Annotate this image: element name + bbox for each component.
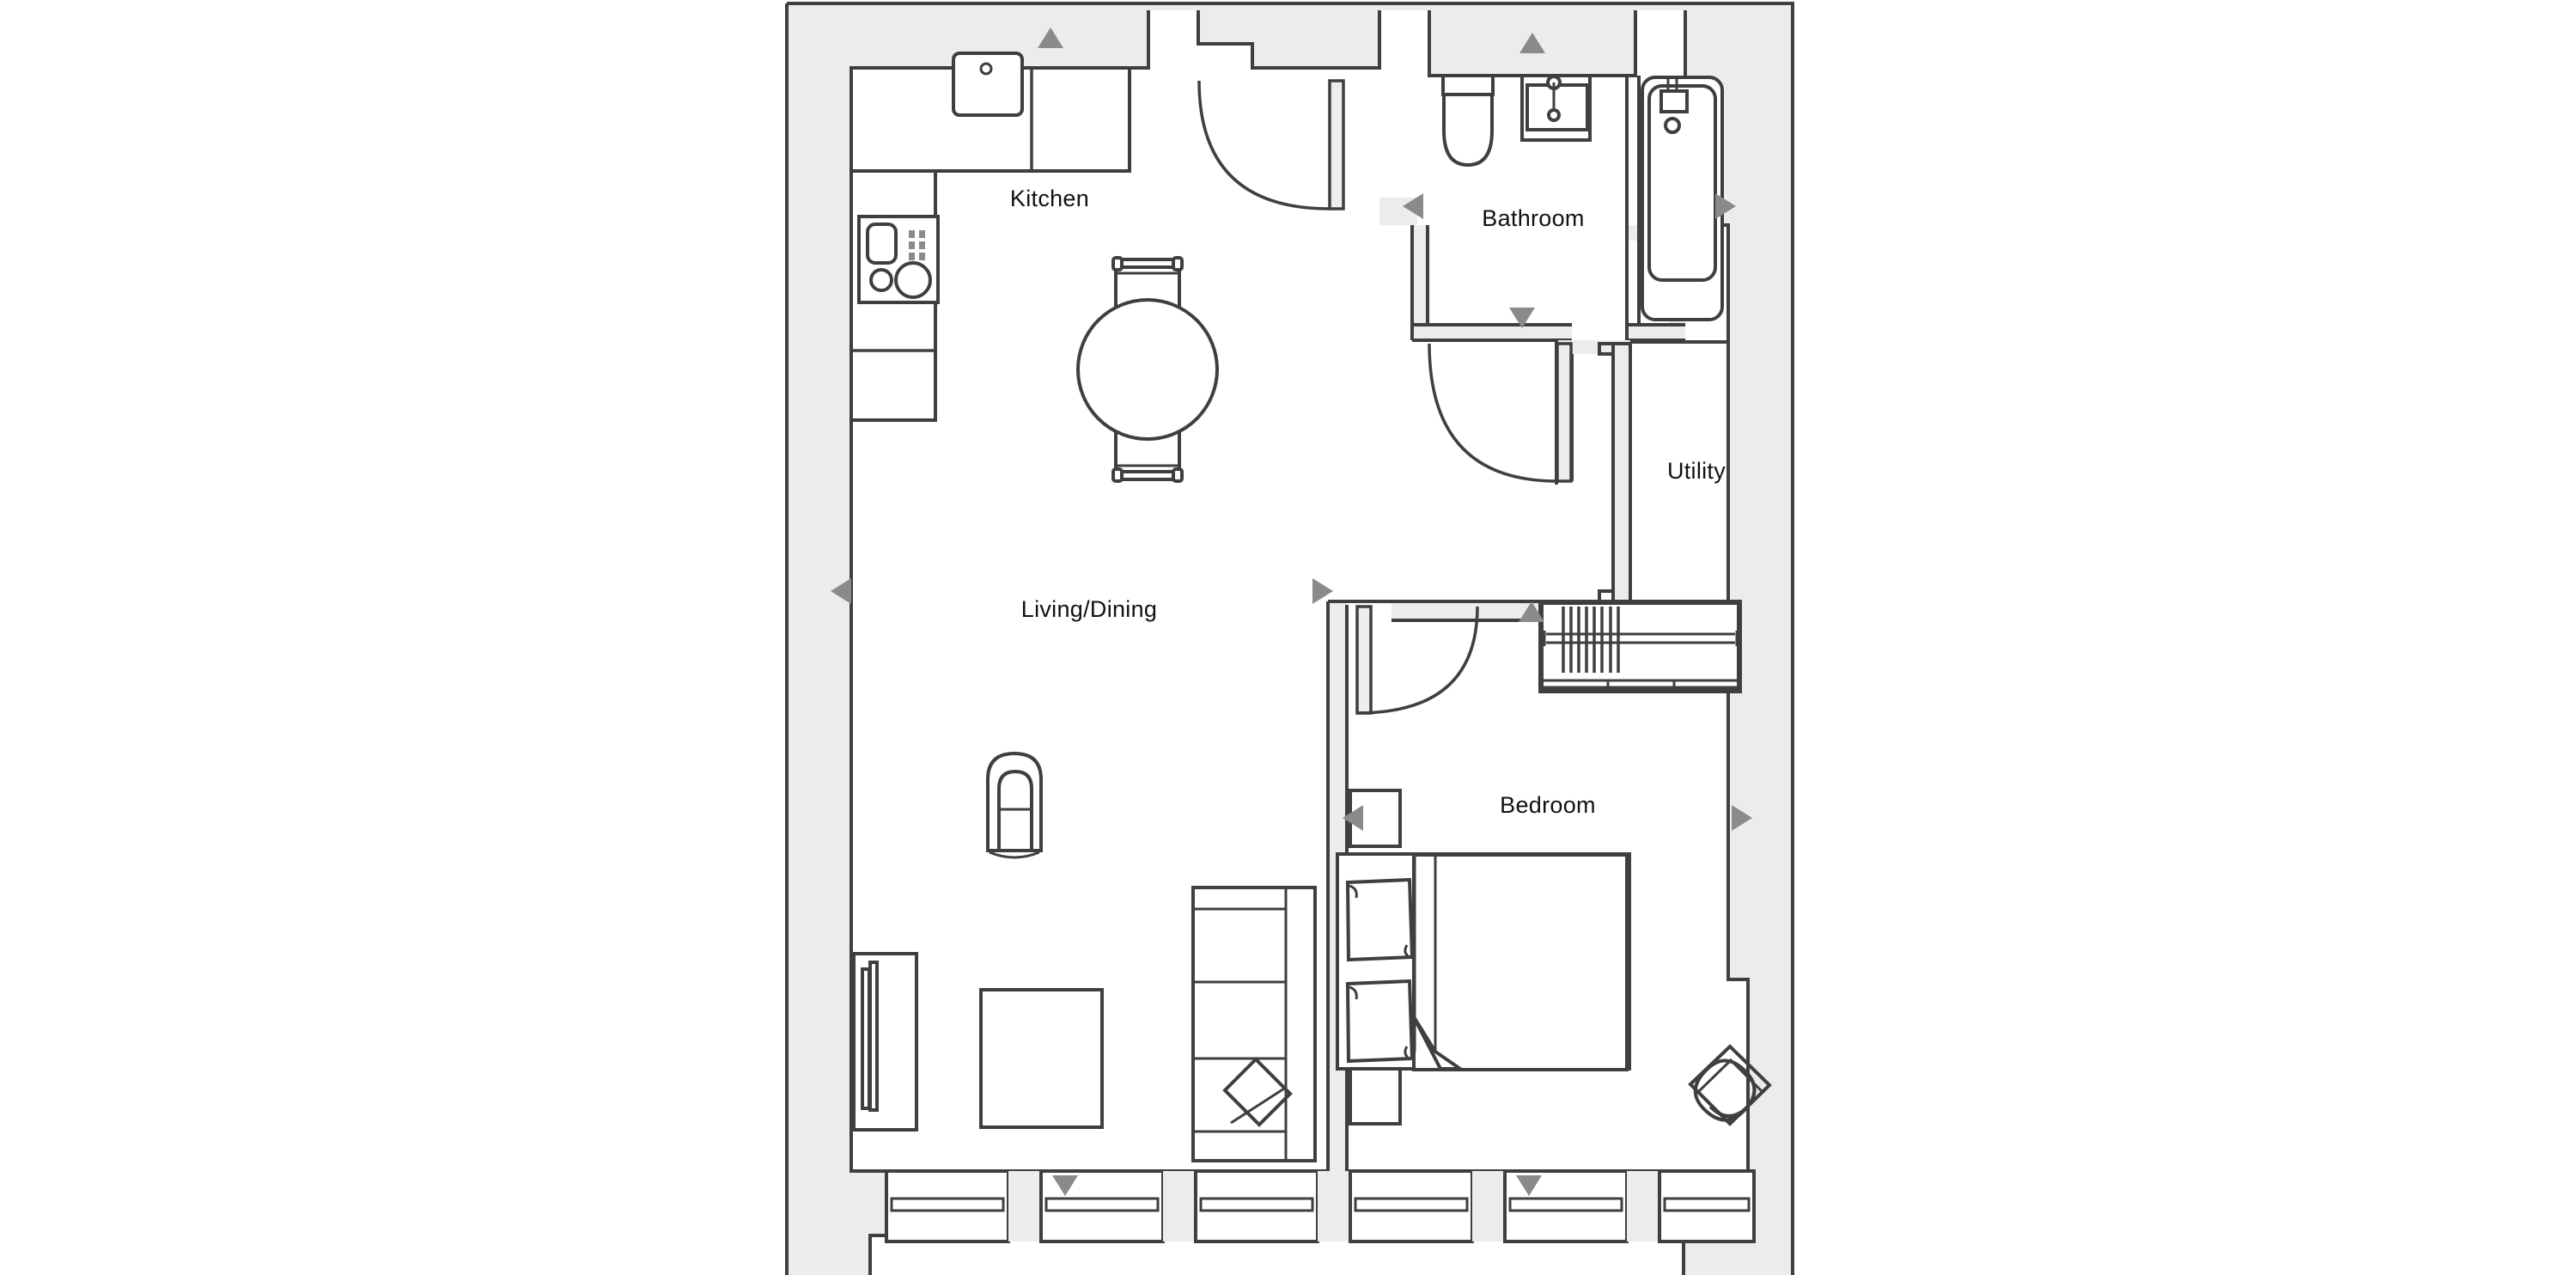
tv-console xyxy=(852,952,918,1132)
living-furniture xyxy=(852,751,1317,1162)
bedside-table xyxy=(1349,789,1402,848)
armchair xyxy=(986,751,1043,859)
direction-arrow-right xyxy=(1732,805,1752,831)
kitchen-fixtures xyxy=(850,52,1131,422)
room-label-kitchen: Kitchen xyxy=(1010,186,1089,211)
bedside-table xyxy=(1349,1066,1402,1126)
bathroom-fixtures xyxy=(1441,74,1724,321)
dining-set xyxy=(1076,256,1219,483)
bedroom-armchair xyxy=(1688,1044,1772,1126)
bathroom-door xyxy=(1428,342,1573,483)
direction-arrow-up xyxy=(1038,27,1063,48)
direction-markers xyxy=(831,27,1752,1196)
sofa xyxy=(1191,886,1317,1162)
direction-arrow-left xyxy=(831,578,851,604)
coffee-table xyxy=(979,988,1104,1129)
bedroom-furniture xyxy=(1336,600,1772,1126)
room-label-living-dining: Living/Dining xyxy=(1021,596,1158,622)
direction-arrow-down xyxy=(1516,1175,1542,1196)
room-labels: Kitchen Bathroom Utility Living/Dining B… xyxy=(1010,186,1726,818)
dining-chair xyxy=(1111,256,1184,311)
bathtub xyxy=(1641,76,1724,321)
room-label-utility: Utility xyxy=(1667,458,1726,484)
room-label-bedroom: Bedroom xyxy=(1500,792,1596,818)
window-pane xyxy=(1658,1169,1756,1243)
washbasin xyxy=(1520,74,1592,142)
double-bed xyxy=(1336,852,1631,1071)
entrance-door xyxy=(1197,79,1345,210)
kitchen-hob xyxy=(857,215,940,304)
direction-arrow-down xyxy=(1509,308,1535,328)
room-label-bathroom: Bathroom xyxy=(1482,205,1584,231)
direction-arrow-down xyxy=(1052,1175,1078,1196)
bedroom-door xyxy=(1355,605,1479,715)
direction-arrow-up xyxy=(1519,33,1545,53)
wardrobe xyxy=(1538,600,1742,693)
kitchen-sink xyxy=(952,52,1024,117)
window-pane xyxy=(1349,1169,1474,1243)
direction-arrow-right xyxy=(1715,193,1736,219)
window-run-south xyxy=(885,1169,1756,1243)
window-pane xyxy=(885,1169,1010,1243)
direction-arrow-right xyxy=(1312,578,1333,604)
direction-arrow-up xyxy=(1519,601,1544,622)
window-pane xyxy=(1194,1169,1319,1243)
wc xyxy=(1441,74,1495,168)
round-dining-table xyxy=(1076,298,1219,441)
direction-arrow-left xyxy=(1343,805,1363,831)
direction-arrow-left xyxy=(1403,193,1423,219)
